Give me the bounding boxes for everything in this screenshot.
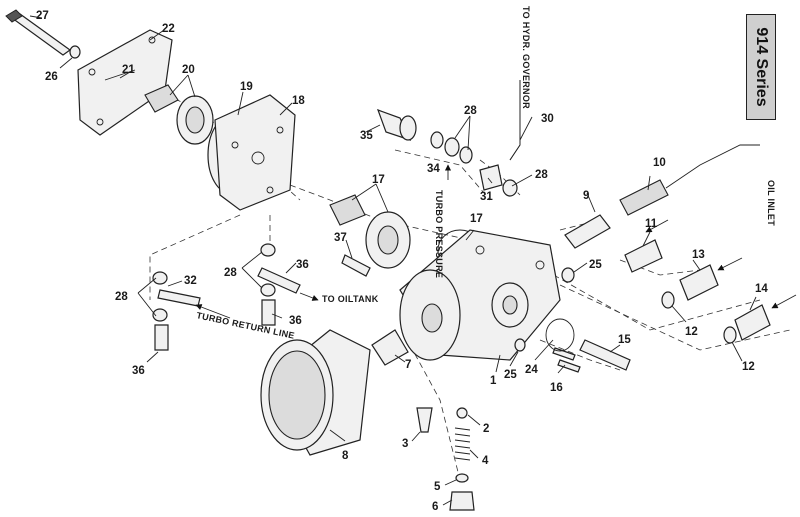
callout-18: 17	[470, 213, 483, 225]
label-turbo-return-line: TURBO RETURN LINE	[196, 310, 296, 341]
callout-10: 10	[653, 157, 666, 169]
callout-23: 22	[162, 23, 175, 35]
callout-25-lower: 25	[504, 369, 517, 381]
callout-25-right: 25	[589, 259, 602, 271]
series-badge: 914 Series	[746, 14, 776, 120]
label-turbo-pressure: TURBO PRESSURE	[434, 190, 444, 278]
callout-34: 32	[184, 275, 197, 287]
callout-36-mid: 36	[289, 315, 302, 327]
assembly-lines	[119, 74, 791, 481]
callout-16: 16	[550, 382, 563, 394]
callout-numbers: 27 26 22 21 20 19 18 17 35 28 30 34 31 2…	[36, 10, 768, 513]
callout-8: 8	[342, 450, 349, 462]
callout-21: 19	[240, 81, 253, 93]
callout-27: 27	[36, 10, 49, 22]
callout-5: 5	[434, 481, 441, 493]
callout-19: 18	[292, 95, 305, 107]
callout-31: 31	[480, 191, 493, 203]
callout-11: 11	[645, 218, 658, 230]
callout-32: 34	[427, 163, 440, 175]
callout-12-a: 12	[685, 326, 698, 338]
pressure-sensor-9-10	[564, 144, 760, 249]
rotor-set-20	[144, 84, 214, 145]
flow-arrows	[195, 164, 797, 319]
bolt-27	[5, 9, 81, 59]
callout-2: 2	[483, 423, 489, 435]
relief-valve-parts	[416, 407, 475, 511]
callout-20: 20	[182, 64, 195, 76]
callout-22: 21	[122, 64, 135, 76]
callout-28-mid: 28	[224, 267, 237, 279]
callout-3: 3	[402, 438, 408, 450]
callout-6: 6	[432, 501, 438, 513]
cover-plate-23	[77, 29, 173, 136]
callout-17: 17	[372, 174, 385, 186]
callout-35: 36	[296, 259, 309, 271]
label-to-hydr-governor: TO HYDR. GOVERNOR	[521, 6, 531, 109]
callout-30: 30	[541, 113, 554, 125]
callout-12-b: 12	[742, 361, 755, 373]
callout-4: 4	[482, 455, 489, 467]
oil-pump-housing-1	[399, 229, 561, 361]
governor-line-30	[479, 80, 521, 197]
callout-37: 37	[334, 232, 347, 244]
callout-15: 15	[618, 334, 631, 346]
callout-26: 26	[45, 71, 58, 83]
callout-24: 24	[525, 364, 538, 376]
plug-37	[341, 254, 371, 277]
label-to-oiltank: TO OILTANK	[322, 294, 379, 304]
callout-36-left: 36	[132, 365, 145, 377]
rotor-set-17	[329, 194, 411, 269]
banjo-fittings-top	[376, 108, 473, 164]
callout-9: 9	[583, 190, 589, 202]
inlet-fittings	[624, 239, 771, 344]
callout-7: 7	[405, 359, 411, 371]
callout-13: 13	[692, 249, 705, 261]
callout-28-left: 28	[115, 291, 128, 303]
o-rings	[514, 267, 575, 352]
callout-14: 14	[755, 283, 768, 295]
callout-28-right: 28	[535, 169, 548, 181]
turbo-return-fittings	[152, 243, 301, 351]
callout-28-top: 28	[464, 105, 477, 117]
oil-filter-8	[260, 329, 409, 456]
housing-19-21	[207, 94, 296, 211]
label-oil-inlet: OIL INLET	[766, 180, 776, 226]
callout-1: 1	[490, 375, 497, 387]
callout-33: 35	[360, 130, 373, 142]
leader-lines	[29, 15, 757, 506]
